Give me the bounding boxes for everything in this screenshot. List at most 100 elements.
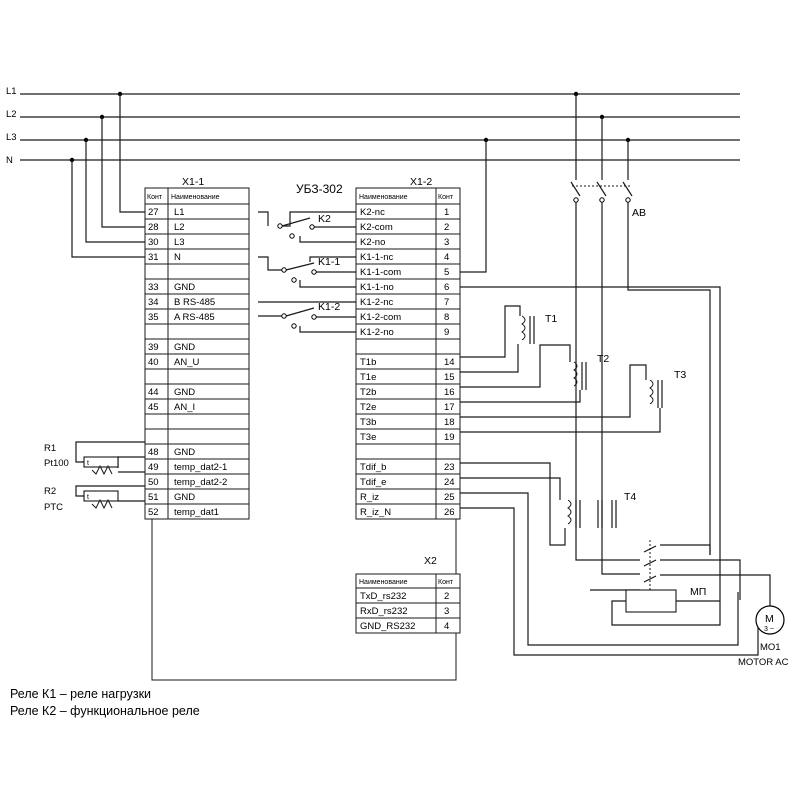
ct-t3: T3 bbox=[460, 202, 711, 555]
note-k2: Реле К2 – функциональное реле bbox=[10, 704, 200, 718]
sensor-r2-type: PTC bbox=[44, 502, 63, 513]
x1-2-terminal-number: 24 bbox=[444, 477, 455, 488]
ct-label-t1: T1 bbox=[545, 313, 557, 325]
x1-1-row bbox=[144, 428, 250, 445]
x1-2-row bbox=[355, 443, 461, 460]
x1-1-terminal-number: 27 bbox=[148, 207, 159, 218]
terminal-block-x2: X2 Наименование Конт 2TxD_rs2323RxD_rs23… bbox=[355, 555, 461, 634]
x1-2-terminal-number: 3 bbox=[444, 237, 449, 248]
x1-1-terminal-number: 52 bbox=[148, 507, 159, 518]
x1-2-terminal-name: K2-com bbox=[360, 222, 393, 233]
x2-terminal-number: 2 bbox=[444, 591, 449, 602]
motor-phase: 3 ~ bbox=[764, 626, 774, 633]
x1-1-terminal-number: 45 bbox=[148, 402, 159, 413]
sensor-r1-type: Pt100 bbox=[44, 458, 69, 469]
supply-wiring bbox=[71, 94, 145, 258]
x1-2-row bbox=[355, 338, 461, 355]
relay-k1-1: K1-1 bbox=[258, 256, 356, 288]
x1-2-row: 2K2-com bbox=[355, 218, 461, 235]
relay-label-k2: K2 bbox=[318, 213, 331, 225]
starter-contacts: МП bbox=[460, 286, 771, 626]
x1-2-terminal-number: 7 bbox=[444, 297, 449, 308]
x1-2-terminal-number: 16 bbox=[444, 387, 455, 398]
bus-label-n: N bbox=[6, 155, 13, 166]
x1-1-terminal-number: 34 bbox=[148, 297, 159, 308]
x1-2-terminal-number: 6 bbox=[444, 282, 449, 293]
x1-2-terminal-number: 18 bbox=[444, 417, 455, 428]
x1-1-terminal-name: GND bbox=[174, 387, 195, 398]
x1-1-terminal-name: temp_dat2-2 bbox=[174, 477, 227, 488]
x1-2-terminal-name: Tdif_b bbox=[360, 462, 386, 473]
sensor-r2-ref: R2 bbox=[44, 486, 56, 497]
circuit-breaker: АВ bbox=[460, 94, 646, 273]
x1-1-row: 49 temp_dat2-1 bbox=[144, 458, 250, 475]
x1-1-terminal-name: L3 bbox=[174, 237, 185, 248]
x1-1-terminal-number: 35 bbox=[148, 312, 159, 323]
x1-2-terminal-name: T2b bbox=[360, 387, 376, 398]
x2-col-num: Конт bbox=[438, 579, 454, 586]
sensor-r1-symbol: t bbox=[87, 460, 89, 467]
x1-1-terminal-number: 33 bbox=[148, 282, 159, 293]
x1-2-terminal-name: K1-1-nc bbox=[360, 252, 394, 263]
x2-row: 2 TxD_rs232 bbox=[355, 587, 461, 604]
x1-2-terminal-name: Tdif_e bbox=[360, 477, 386, 488]
sensor-r1: R1 Pt100 t bbox=[44, 441, 145, 476]
x1-2-terminal-number: 25 bbox=[444, 492, 455, 503]
x1-2-terminal-number: 23 bbox=[444, 462, 455, 473]
x1-2-col-name: Наименование bbox=[359, 194, 408, 201]
x2-terminal-number: 3 bbox=[444, 606, 449, 617]
x1-1-row bbox=[144, 368, 250, 385]
relay-k2: K2 bbox=[258, 211, 356, 243]
x1-1-terminal-number: 44 bbox=[148, 387, 159, 398]
x1-1-terminal-number: 51 bbox=[148, 492, 159, 503]
x1-2-row: 8 K1-2-com bbox=[355, 308, 461, 325]
x1-1-terminal-name: AN_U bbox=[174, 357, 199, 368]
x1-2-col-num: Конт bbox=[438, 194, 454, 201]
x1-1-terminal-name: temp_dat2-1 bbox=[174, 462, 227, 473]
x1-2-row: 3 K2-no bbox=[355, 233, 461, 250]
x1-1-terminal-name: N bbox=[174, 252, 181, 263]
device-title: УБЗ-302 bbox=[296, 182, 343, 196]
x2-terminal-name: GND_RS232 bbox=[360, 621, 415, 632]
x1-2-terminal-number: 26 bbox=[444, 507, 455, 518]
x1-2-terminal-name: K1-1-com bbox=[360, 267, 401, 278]
x2-terminal-name: RxD_rs232 bbox=[360, 606, 408, 617]
x1-2-terminal-name: K1-2-com bbox=[360, 312, 401, 323]
x1-2-terminal-name: K2-no bbox=[360, 237, 385, 248]
bus-label-l1: L1 bbox=[6, 86, 17, 97]
x1-1-terminal-name: GND bbox=[174, 447, 195, 458]
x1-1-title: X1-1 bbox=[182, 176, 204, 188]
legend-notes: Реле К1 – реле нагрузки Реле К2 – функци… bbox=[10, 686, 200, 720]
ct-label-t4: T4 bbox=[624, 491, 636, 503]
x1-1-row: 51 GND bbox=[144, 488, 250, 505]
note-k1: Реле К1 – реле нагрузки bbox=[10, 687, 152, 701]
x1-1-terminal-name: GND bbox=[174, 492, 195, 503]
x1-1-row: 50 temp_dat2-2 bbox=[144, 473, 250, 490]
x1-1-terminal-number: 49 bbox=[148, 462, 159, 473]
x1-2-terminal-name: K2-nc bbox=[360, 207, 385, 218]
x1-1-terminal-number: 40 bbox=[148, 357, 159, 368]
x2-terminal-name: TxD_rs232 bbox=[360, 591, 406, 602]
bus-label-l3: L3 bbox=[6, 132, 17, 143]
x1-2-terminal-number: 8 bbox=[444, 312, 449, 323]
x1-2-terminal-name: T1e bbox=[360, 372, 376, 383]
sensor-r1-ref: R1 bbox=[44, 443, 56, 454]
x1-2-terminal-name: K1-2-no bbox=[360, 327, 394, 338]
x1-2-row: 9K1-2-no bbox=[355, 323, 461, 340]
x1-1-terminal-number: 50 bbox=[148, 477, 159, 488]
x1-1-terminal-name: L2 bbox=[174, 222, 185, 233]
x1-1-row: 40 AN_U bbox=[144, 353, 250, 370]
starter-label: МП bbox=[690, 586, 706, 598]
x1-1-row bbox=[144, 263, 250, 280]
x1-2-terminal-name: K1-2-nc bbox=[360, 297, 394, 308]
motor-ref: MO1 bbox=[760, 642, 781, 653]
